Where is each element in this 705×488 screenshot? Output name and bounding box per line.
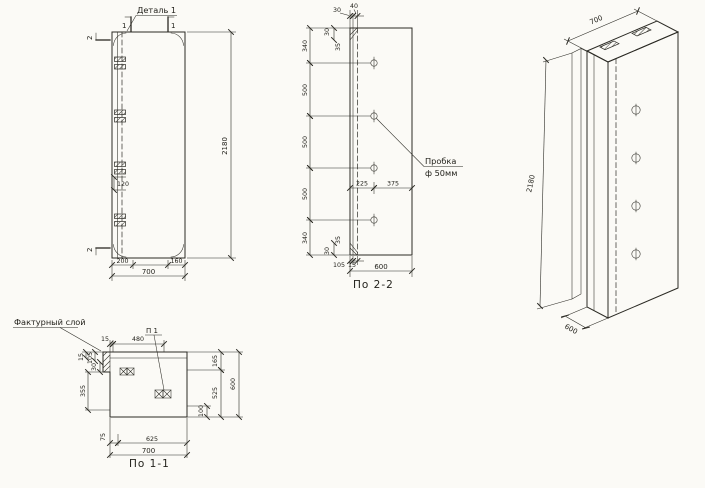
section-outline — [102, 351, 188, 418]
dim-loop: 120 — [117, 181, 129, 188]
loop-recess — [599, 40, 620, 51]
dim-35-top: 35 — [335, 43, 342, 51]
dim-600: 600 — [374, 263, 387, 271]
dim-chain: 340 — [302, 232, 309, 244]
front-view: Деталь 1 1 1 2 2 2180 120 200 16 — [86, 5, 236, 281]
dim-right-100: 100 — [198, 405, 205, 417]
dim-625: 625 — [146, 436, 158, 443]
dim-left-105: 105 — [87, 352, 94, 364]
facing-slab — [571, 48, 582, 300]
dim-375: 375 — [387, 181, 399, 188]
loop-recess — [631, 26, 652, 37]
section-mark-1: 1 — [171, 22, 175, 30]
plug-callout-leader — [376, 118, 425, 167]
dim-right-165: 165 — [212, 355, 219, 367]
plug-holes — [306, 56, 378, 227]
dim-700: 700 — [142, 447, 155, 455]
dim-225: 225 — [356, 181, 368, 188]
facing-hatch — [102, 351, 111, 373]
dim-top-15: 15 — [101, 336, 109, 343]
chain-dimension: 340 500 500 500 340 — [302, 24, 314, 259]
corner-arc — [170, 244, 184, 258]
facing-layer-leader — [59, 327, 102, 352]
dim-40: 40 — [350, 3, 358, 10]
dim-iso-height: 2180 — [525, 174, 537, 193]
dim-iso-width: 700 — [588, 14, 603, 27]
plug-holes-iso — [631, 103, 641, 261]
anchor-section — [119, 367, 172, 399]
section-mark-2: 2 — [86, 36, 94, 40]
dim-width: 700 — [142, 268, 155, 276]
dim-iso-depth: 600 — [563, 323, 579, 336]
dim-105: 105 — [333, 262, 345, 269]
section-mark-1: 1 — [122, 22, 126, 30]
dim-30-top: 30 — [324, 28, 331, 36]
dim-right-525: 525 — [212, 387, 219, 399]
section-1-marks: 1 1 — [122, 16, 175, 32]
section-1-1-view: Фактурный слой П 1 15 480 15 105 30 355 … — [13, 317, 243, 470]
isometric-view: 700 2180 600 — [525, 7, 680, 336]
dim-left-30: 30 — [91, 363, 98, 371]
panel-outline — [111, 31, 186, 259]
dim-30-bottom: 30 — [324, 247, 331, 255]
section-outline — [349, 27, 413, 256]
dim-top-480: 480 — [132, 336, 144, 343]
facing-hatch — [349, 28, 358, 255]
anchor-callout-label: П 1 — [146, 327, 158, 335]
dim-200: 200 — [116, 258, 128, 265]
dim-height: 2180 — [221, 137, 229, 155]
corner-arc — [170, 32, 184, 46]
block-right-face — [607, 31, 679, 319]
anchor-callout-leader — [153, 334, 165, 391]
dim-chain: 500 — [302, 84, 309, 96]
dim-line-iso-depth — [561, 314, 590, 330]
dim-15: 15 — [348, 262, 356, 269]
dim-30: 30 — [333, 7, 341, 14]
dim-chain: 500 — [302, 188, 309, 200]
detail-callout-label: Деталь 1 — [137, 5, 176, 15]
section-2-2-caption: По 2-2 — [353, 279, 394, 291]
section-2-2-view: 340 500 500 500 340 30 35 35 30 30 40 22… — [302, 3, 463, 291]
dim-line-iso-height — [536, 56, 550, 310]
block-left-face — [586, 50, 609, 319]
facing-layer-label: Фактурный слой — [14, 317, 86, 327]
dim-right-600: 600 — [230, 378, 237, 390]
dim-left-355: 355 — [80, 385, 87, 397]
dim-line-iso-width — [566, 7, 640, 45]
lifting-loops — [114, 56, 126, 227]
dim-left-75: 75 — [100, 433, 107, 441]
section-1-1-caption: По 1-1 — [129, 458, 170, 470]
section-2-marks: 2 2 — [86, 32, 111, 256]
dim-chain: 340 — [302, 40, 309, 52]
dim-35-bottom: 35 — [335, 236, 342, 244]
section-mark-2: 2 — [86, 248, 94, 252]
dim-left-15: 15 — [78, 353, 85, 361]
plug-callout-label: Пробка — [425, 156, 456, 166]
dim-chain: 500 — [302, 136, 309, 148]
plug-callout-size: ф 50мм — [425, 168, 457, 178]
corner-arc — [113, 244, 127, 258]
dim-160: 160 — [170, 258, 182, 265]
corner-arc — [113, 32, 127, 46]
